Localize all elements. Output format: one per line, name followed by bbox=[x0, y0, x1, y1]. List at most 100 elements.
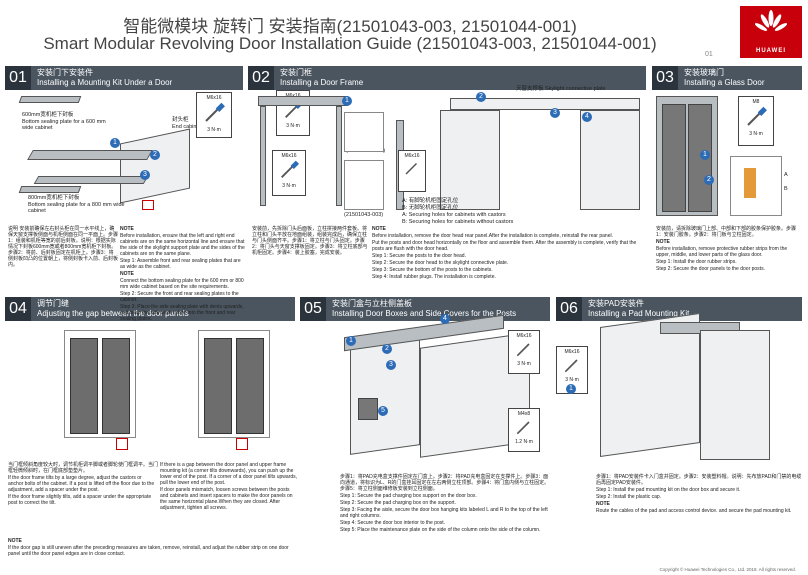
step-marker-1: 1 bbox=[346, 336, 356, 346]
gap-highlight-left bbox=[116, 438, 128, 450]
screwdriver-icon bbox=[747, 106, 767, 126]
section-05-text: 步骤1：将PAD充电盒支撑件固定在门盒上。步骤2：将PAD充电盒固定在支撑件上。… bbox=[340, 474, 550, 533]
skylight-label: 天窗支撑板 Skylight connective plate bbox=[516, 86, 606, 92]
section-number: 06 bbox=[556, 297, 582, 321]
section-title-en: Adjusting the gap between the door panel… bbox=[37, 309, 189, 318]
cabinet-side bbox=[700, 330, 770, 460]
door-panel-left-b bbox=[102, 338, 130, 434]
hinge-part bbox=[744, 168, 756, 198]
sealing-plate-600 bbox=[18, 96, 82, 103]
sealing-plate-rear bbox=[33, 176, 149, 184]
section-title-cn: 调节门缝 bbox=[37, 299, 69, 308]
right-post bbox=[336, 106, 342, 206]
step-marker-2: 2 bbox=[150, 150, 160, 160]
section-title-cn: 安装门框 bbox=[280, 68, 312, 77]
step-marker-2: 2 bbox=[382, 344, 392, 354]
title-cn: 智能微模块 旋转门 安装指南(21501043-003, 21501044-00… bbox=[123, 17, 577, 36]
torque-box-3: M6x16 bbox=[398, 150, 426, 192]
model-label-2: (21501043-003) bbox=[344, 212, 384, 218]
section-number: 04 bbox=[5, 297, 31, 321]
highlight-box bbox=[142, 200, 154, 210]
glass-door-left bbox=[662, 104, 686, 212]
section-number: 03 bbox=[652, 66, 678, 90]
marker-a: A bbox=[784, 172, 788, 178]
step-marker-3: 3 bbox=[140, 170, 150, 180]
skylight-plate bbox=[450, 98, 640, 110]
section-title-cn: 安装门盒与立柱侧盖板 bbox=[332, 299, 412, 308]
step-marker-4: 4 bbox=[440, 314, 450, 324]
huawei-logo: HUAWEI bbox=[740, 6, 802, 58]
charging-box bbox=[358, 398, 378, 420]
step-marker-1: 1 bbox=[110, 138, 120, 148]
section-title-cn: 安装玻璃门 bbox=[684, 68, 724, 77]
screwdriver-icon bbox=[516, 343, 530, 357]
section-title-cn: 安装门下安装件 bbox=[37, 68, 93, 77]
door-panel-right-a bbox=[204, 338, 232, 434]
huawei-petal-icon bbox=[755, 10, 787, 31]
torque-box: M8 3 N·m bbox=[738, 96, 774, 146]
step-marker-3: 3 bbox=[550, 108, 560, 118]
left-post bbox=[260, 106, 266, 206]
torque-box-2: M6x16 3 N·m bbox=[272, 150, 306, 196]
torque-box-2: M4x8 1.2 N·m bbox=[508, 408, 540, 452]
section-title-en: Installing Door Boxes and Side Covers fo… bbox=[332, 309, 517, 318]
door-panel-left-a bbox=[70, 338, 98, 434]
hinge-detail bbox=[730, 156, 782, 216]
step-marker-2: 2 bbox=[476, 92, 486, 102]
section-title-en: Installing a Door Frame bbox=[280, 78, 364, 87]
detail-view-2 bbox=[344, 160, 384, 210]
section-04-note: NOTE If the door gap is still uneven aft… bbox=[8, 538, 289, 557]
section-03-text: 安装前，请拆除玻璃门上部、中部和下部的胶条保护胶条。步骤1：安装门胶条。步骤2：… bbox=[656, 226, 797, 272]
screwdriver-icon bbox=[205, 102, 225, 122]
detail-view bbox=[344, 112, 384, 152]
step-marker-3: 3 bbox=[386, 360, 396, 370]
hole-label-en: A: Securing holes for cabinets with cast… bbox=[402, 212, 514, 225]
logo-text: HUAWEI bbox=[756, 48, 786, 54]
screwdriver-icon bbox=[564, 359, 578, 373]
door-panel-right-b bbox=[236, 338, 264, 434]
end-cabinet-drawing bbox=[120, 128, 190, 204]
section-06-text: 步骤1：将PAD安装件卡入门盒并固定。步骤2：安装塑料帽。说明：先布放PAD和门… bbox=[596, 474, 802, 514]
gap-highlight-right bbox=[236, 438, 248, 450]
section-title-en: Installing a Glass Door bbox=[684, 78, 765, 87]
section-title-en: Installing a Mounting Kit Under a Door bbox=[37, 78, 173, 87]
section-01-cn-text: 说明 安装前确保左右封头柜在同一水平线上，确保天窗支撑板侧面与机柜侧面在同一平面… bbox=[8, 226, 119, 268]
title-en: Smart Modular Revolving Door Installatio… bbox=[43, 34, 657, 53]
section-02-cn-text: 安装前，先拆除门头后面板，立柱拼接两件套板。将立柱和门头平放在地面组装，组装完成… bbox=[252, 226, 368, 256]
cabinet-front bbox=[600, 312, 700, 458]
section-04-text-left: 当门框倾斜角度较大时，调节机柜调平脚或者脚轮使门框调平。当门框轻微倾斜时，在门框… bbox=[8, 462, 159, 506]
step-marker-2: 2 bbox=[704, 175, 714, 185]
step-marker-1: 1 bbox=[566, 384, 576, 394]
step-marker-1: 1 bbox=[342, 96, 352, 106]
copyright: Copyright © Huawei Technologies Co., Ltd… bbox=[659, 567, 796, 572]
step-marker-4: 4 bbox=[582, 112, 592, 122]
step-marker-5: 5 bbox=[378, 406, 388, 416]
section-number: 05 bbox=[300, 297, 326, 321]
section-title-cn: 安装PAD安装件 bbox=[588, 299, 644, 308]
sealing-plate-800 bbox=[18, 186, 82, 193]
sealing-plate-front bbox=[27, 150, 153, 160]
section-number: 02 bbox=[248, 66, 274, 90]
torque-box: M6x16 3 N·m bbox=[196, 92, 232, 138]
torque-box: M6x16 3 N·m bbox=[556, 346, 588, 394]
left-cabinet bbox=[440, 110, 500, 210]
step-marker-1: 1 bbox=[700, 150, 710, 160]
door-head bbox=[258, 96, 348, 106]
section-04-text-right: If there is a gap between the door panel… bbox=[160, 462, 298, 511]
section-02-en-text: NOTE Before installation, remove the doo… bbox=[372, 226, 637, 280]
right-cabinet bbox=[580, 110, 640, 210]
torque-box-1: M6x16 3 N·m bbox=[508, 330, 540, 374]
section-title-en: Installing a Pad Mounting Kit bbox=[588, 309, 690, 318]
page-number: 01 bbox=[705, 51, 713, 58]
section-01-en-text: NOTE Before installation, ensure that th… bbox=[120, 226, 245, 322]
marker-b: B bbox=[784, 186, 788, 192]
screwdriver-icon bbox=[405, 162, 418, 175]
